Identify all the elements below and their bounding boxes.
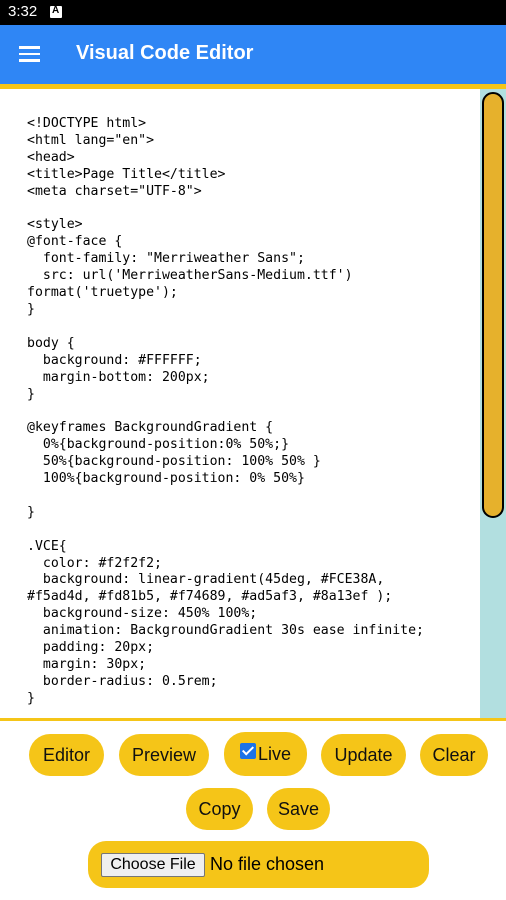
hamburger-menu-icon[interactable]: [19, 46, 40, 62]
app-bar-divider: [0, 84, 506, 89]
notification-a-icon: [50, 5, 62, 18]
app-title: Visual Code Editor: [76, 42, 254, 64]
preview-button[interactable]: Preview: [119, 734, 209, 776]
copy-button[interactable]: Copy: [186, 788, 253, 830]
toolbar-divider: [0, 718, 506, 721]
app-bar: Visual Code Editor: [0, 25, 506, 84]
live-checkbox[interactable]: [239, 743, 256, 759]
code-editor[interactable]: <!DOCTYPE html> <html lang="en"> <head> …: [0, 89, 480, 718]
editor-button[interactable]: Editor: [29, 734, 104, 776]
code-text[interactable]: <!DOCTYPE html> <html lang="en"> <head> …: [27, 116, 424, 706]
scrollbar-thumb[interactable]: [482, 92, 504, 518]
live-label: Live: [257, 743, 292, 764]
file-status-text: No file chosen: [210, 854, 325, 874]
file-input-container: Choose File No file chosen: [88, 841, 429, 888]
editor-scrollbar[interactable]: [480, 89, 506, 718]
status-time: 3:32: [8, 3, 38, 20]
save-button[interactable]: Save: [267, 788, 330, 830]
status-bar: 3:32: [0, 0, 506, 25]
live-toggle[interactable]: Live: [224, 732, 307, 776]
choose-file-button[interactable]: Choose File: [101, 853, 205, 877]
clear-button[interactable]: Clear: [420, 734, 488, 776]
update-button[interactable]: Update: [321, 734, 406, 776]
